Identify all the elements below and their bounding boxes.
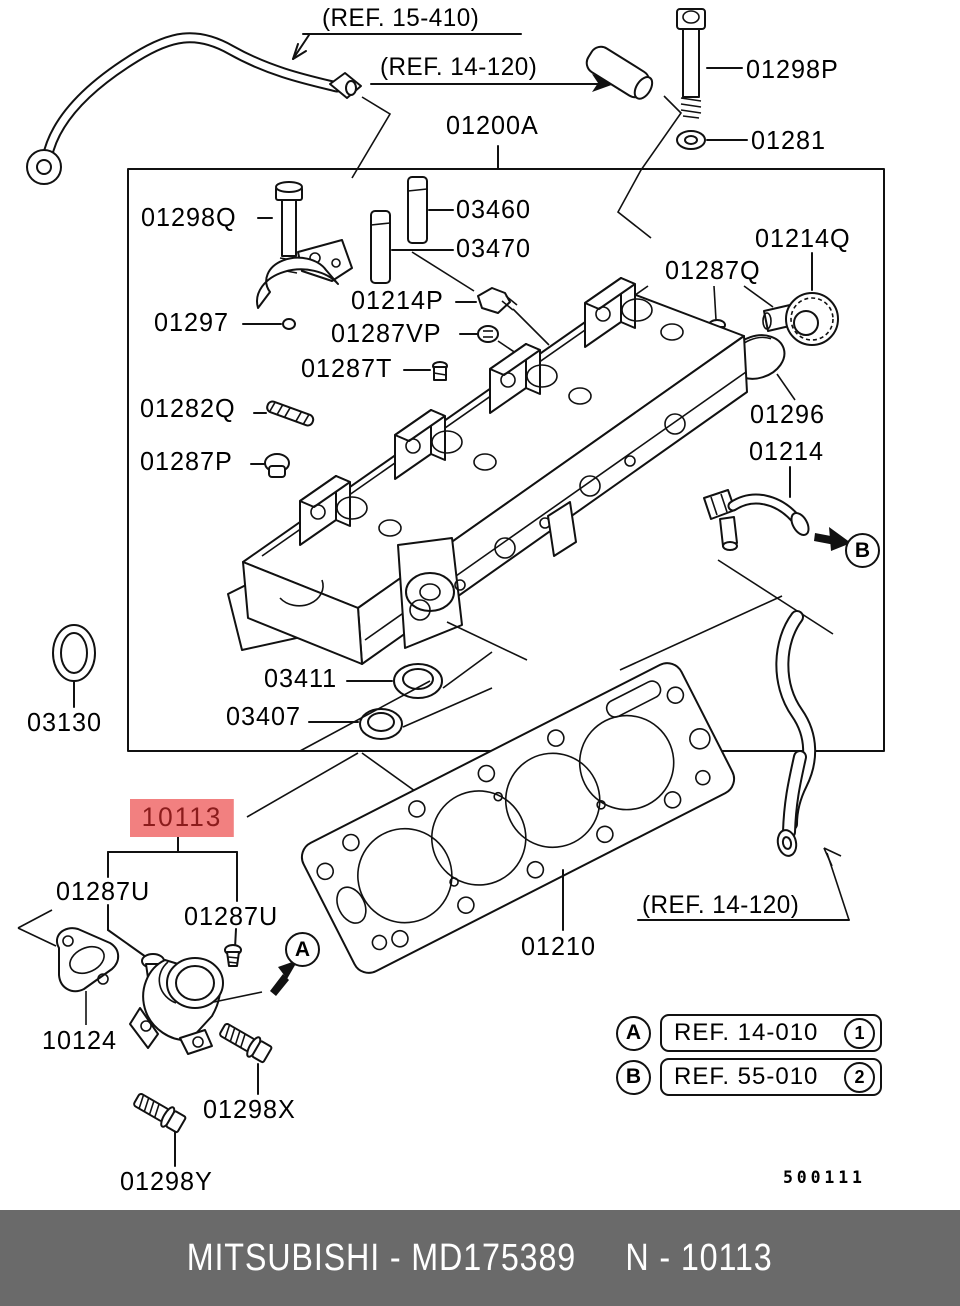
legend-number-1: 1	[844, 1017, 875, 1049]
pipe-leader	[352, 97, 390, 178]
legend-ref-box-B: REF. 55-010 2	[660, 1058, 882, 1096]
leader-right-1	[620, 596, 782, 670]
ref-14-120-top-arrow	[371, 74, 617, 92]
part-label-ref-14-120-bottom: (REF. 14-120)	[642, 891, 800, 919]
legend-number-2: 2	[844, 1061, 875, 1093]
ref-15-410-arrow	[293, 34, 521, 59]
oring-03130-drawing	[53, 625, 95, 707]
footer-catalog-number: N - 10113	[625, 1236, 773, 1279]
part-label-01298X: 01298X	[203, 1094, 296, 1124]
part-label-01287P: 01287P	[140, 446, 233, 476]
seal-03407-drawing	[309, 688, 492, 739]
bolt-01298Q-drawing	[258, 182, 302, 273]
part-label-01214: 01214	[749, 436, 824, 466]
view-marker-A: A	[285, 932, 320, 967]
bearing-cap-drawing	[243, 240, 352, 329]
part-label-03130: 03130	[27, 707, 102, 737]
leader-01296	[777, 374, 795, 400]
legend-ref-text-A: REF. 14-010	[674, 1019, 819, 1046]
part-label-03411: 03411	[264, 663, 338, 693]
cylinder-head-drawing	[228, 278, 747, 664]
ref-14-120-bottom-arrow	[638, 848, 849, 920]
part-label-ref-14-120-top: (REF. 14-120)	[380, 53, 538, 81]
part-label-10124: 10124	[42, 1025, 117, 1055]
fitting-01214P-drawing	[456, 288, 549, 345]
part-label-01214P: 01214P	[351, 285, 444, 315]
bolt-01287T-drawing	[404, 362, 447, 380]
part-label-01214Q: 01214Q	[755, 223, 851, 253]
footer-bar: MITSUBISHI - MD175389 N - 10113	[0, 1210, 960, 1306]
bolt-01287U-right-drawing	[225, 945, 241, 966]
legend-ref-box-A: REF. 14-010 1	[660, 1014, 882, 1052]
part-label-01287T: 01287T	[301, 353, 393, 383]
valve-guide-03460-drawing	[408, 177, 453, 243]
plug-01287P-drawing	[251, 454, 289, 477]
leader-right-2	[718, 560, 833, 634]
heater-hose-drawing	[775, 617, 809, 858]
part-label-01282Q: 01282Q	[140, 393, 236, 423]
part-label-03407: 03407	[226, 701, 301, 731]
dowel-pin-drawing	[583, 43, 657, 104]
part-label-ref-15-410: (REF. 15-410)	[322, 4, 480, 32]
part-label-01281: 01281	[751, 125, 826, 155]
head-gasket-01210-drawing	[296, 658, 739, 979]
gasket-10124-drawing	[57, 928, 118, 991]
part-label-01298Y: 01298Y	[120, 1166, 213, 1196]
washer-01281-drawing	[677, 131, 747, 149]
part-label-10113: 10113	[130, 799, 234, 838]
valve-guide-03470-drawing	[371, 211, 474, 291]
elbow-01214-drawing	[704, 467, 812, 550]
leader-10113	[247, 753, 358, 817]
legend-marker-B: B	[616, 1059, 651, 1095]
part-label-01297: 01297	[154, 307, 229, 337]
part-label-01298Q: 01298Q	[141, 202, 237, 232]
legend-ref-text-B: REF. 55-010	[674, 1063, 819, 1090]
legend-row-A: A REF. 14-010 1	[616, 1014, 882, 1052]
leader-box-inner	[300, 681, 430, 751]
legend-marker-A: A	[616, 1015, 651, 1051]
footer-brand-part: MITSUBISHI - MD175389	[187, 1236, 577, 1279]
water-outlet-drawing	[130, 958, 223, 1054]
part-label-01210: 01210	[521, 931, 596, 961]
footer-text: MITSUBISHI - MD175389 N - 10113	[187, 1237, 773, 1280]
bolt-01298P-drawing	[677, 9, 742, 118]
part-label-01298P: 01298P	[746, 54, 839, 84]
leader-tree-10113	[18, 836, 237, 1025]
legend-row-B: B REF. 55-010 2	[616, 1058, 882, 1096]
part-label-01287VP: 01287VP	[331, 318, 442, 348]
part-label-01200A: 01200A	[446, 110, 539, 140]
view-marker-B: B	[845, 533, 880, 568]
part-label-01287Q: 01287Q	[665, 255, 761, 285]
part-label-01287U-left: 01287U	[56, 876, 151, 906]
banjo-pipe-drawing	[27, 38, 361, 184]
part-label-03460: 03460	[456, 194, 531, 224]
cap-01214Q-drawing	[763, 253, 838, 345]
part-label-01287U-right: 01287U	[184, 901, 279, 931]
part-label-01296: 01296	[750, 399, 825, 429]
stud-01282Q-drawing	[266, 400, 315, 427]
plug-01287VP-drawing	[460, 326, 538, 368]
part-label-drawing-number: 500111	[783, 1168, 866, 1188]
part-label-03470: 03470	[456, 233, 531, 263]
